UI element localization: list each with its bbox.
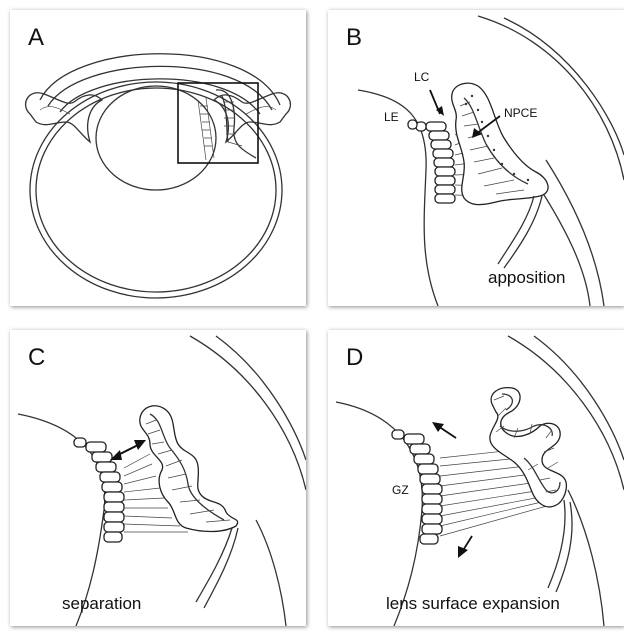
panel-d: D GZ lens surface expansion xyxy=(328,330,624,626)
separation-double-arrow xyxy=(110,440,146,460)
expansion-drawing xyxy=(328,330,624,626)
panel-letter-d: D xyxy=(346,344,363,372)
panel-a: A xyxy=(10,10,306,306)
lens-epithelium-cells xyxy=(408,120,455,203)
arrow-up-left xyxy=(432,422,456,438)
panel-letter-a: A xyxy=(28,24,44,52)
label-lc: LC xyxy=(414,70,429,84)
nonpigmented-ciliary-epithelium xyxy=(490,388,567,507)
panel-c: C separation xyxy=(10,330,306,626)
caption-lens-surface-expansion: lens surface expansion xyxy=(386,594,560,614)
arrow-down-left xyxy=(458,536,472,558)
label-npce: NPCE xyxy=(504,106,537,120)
label-gz: GZ xyxy=(392,483,409,497)
nonpigmented-ciliary-epithelium xyxy=(452,83,548,204)
caption-apposition: apposition xyxy=(488,268,566,288)
separation-drawing xyxy=(10,330,306,626)
arrow-lc xyxy=(430,90,444,116)
sclera-arc xyxy=(190,336,306,490)
panel-letter-c: C xyxy=(28,344,45,372)
eye-overview-drawing xyxy=(10,10,306,306)
apposition-drawing xyxy=(328,10,624,306)
panel-b: B LC LE NPCE apposition xyxy=(328,10,624,306)
label-le: LE xyxy=(384,110,399,124)
panel-letter-b: B xyxy=(346,24,362,52)
left-ciliary-body xyxy=(26,93,102,142)
caption-separation: separation xyxy=(62,594,141,614)
nonpigmented-ciliary-epithelium xyxy=(140,406,238,532)
